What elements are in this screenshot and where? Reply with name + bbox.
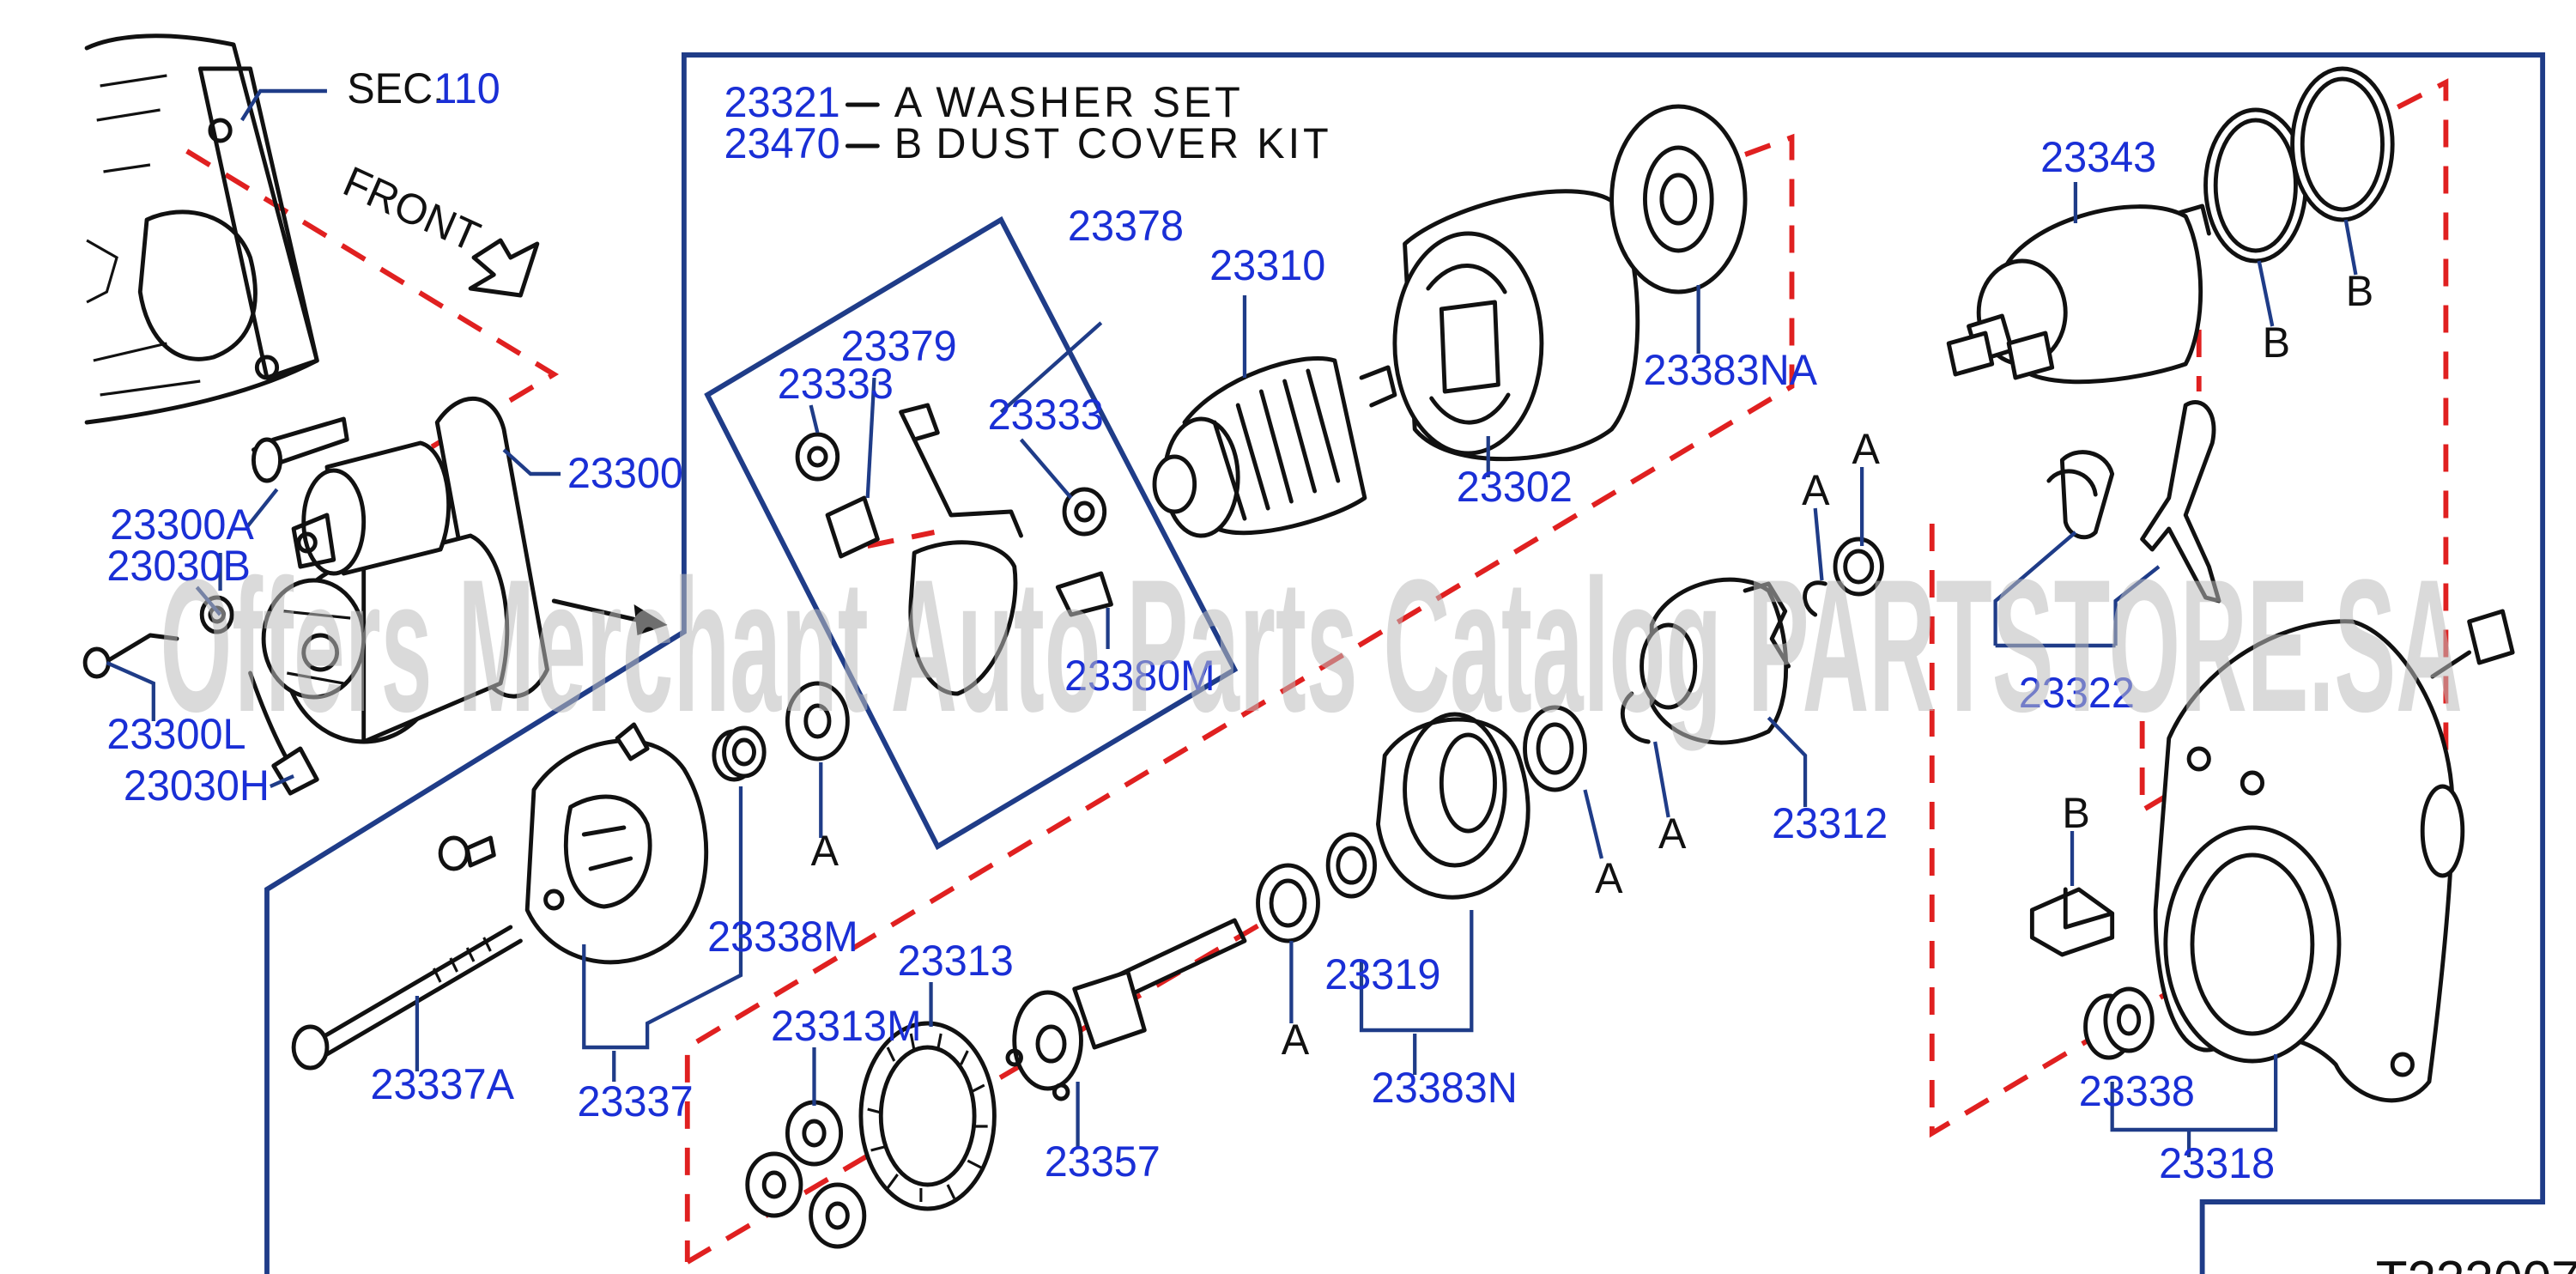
part-23379[interactable]: 23379 <box>841 322 957 370</box>
drawing-reference: T233007L <box>2376 1250 2576 1274</box>
part-23319[interactable]: 23319 <box>1324 950 1440 998</box>
part-number-labels: 23378 23379 23333 23333 23380M 23310 233… <box>106 133 2275 1187</box>
front-label: FRONT <box>336 157 487 261</box>
code-b-3: B <box>2062 789 2089 837</box>
part-23030H[interactable]: 23030H <box>124 761 270 810</box>
legend-name-washer-set: WASHER SET <box>936 78 1243 126</box>
watermark: Offers Merchant Auto Parts Catalog PARTS… <box>161 540 2463 750</box>
code-a-2: A <box>1282 1016 1310 1064</box>
legend-part-washer-set: 23321 <box>724 78 840 126</box>
part-23310[interactable]: 23310 <box>1209 241 1325 289</box>
part-23383NA[interactable]: 23383NA <box>1643 346 1817 394</box>
snap-ring-a-icon <box>1803 537 1884 617</box>
part-23333-right[interactable]: 23333 <box>988 391 1104 439</box>
bolt-23300A-icon <box>252 416 349 483</box>
assembly-direction-arrow <box>551 598 668 635</box>
part-23338M[interactable]: 23338M <box>707 913 858 961</box>
code-a-3: A <box>1595 854 1623 902</box>
shaft-23357-drawing <box>1005 918 1247 1101</box>
part-23302[interactable]: 23302 <box>1457 463 1573 511</box>
armature-drawing <box>1152 355 1397 538</box>
legend-name-dust-cover-kit: DUST COVER KIT <box>936 119 1331 167</box>
leader-lines <box>106 88 2358 1157</box>
washer-a-icons <box>1256 691 1651 943</box>
planet-gears-23313M-icons <box>745 1100 867 1249</box>
part-23343[interactable]: 23343 <box>2040 133 2156 181</box>
shield-23383N-drawing <box>1325 712 1530 900</box>
legend-part-dust-cover-kit: 23470 <box>724 119 840 167</box>
shift-lever-23322-icon <box>2046 400 2221 604</box>
starter-assembly-drawing <box>261 397 549 744</box>
engine-block-drawing <box>84 33 319 425</box>
dust-cover-23383NA-icon <box>1609 104 1748 294</box>
part-23333-left[interactable]: 23333 <box>778 360 894 408</box>
front-arrow-icon <box>468 238 540 298</box>
part-23378[interactable]: 23378 <box>1068 202 1184 250</box>
part-23338[interactable]: 23338 <box>2079 1067 2195 1115</box>
bushing-23338M-icon <box>712 725 767 782</box>
legend-code-a: A <box>894 78 925 126</box>
code-a-1: A <box>811 827 839 875</box>
part-23337[interactable]: 23337 <box>578 1077 694 1125</box>
part-23380[interactable]: 23380M <box>1064 652 1215 700</box>
section-prefix: SEC. <box>347 64 444 112</box>
part-23312[interactable]: 23312 <box>1772 799 1888 847</box>
rear-cover-drawing <box>524 722 709 965</box>
part-23300L[interactable]: 23300L <box>106 710 245 758</box>
part-23322[interactable]: 23322 <box>2019 669 2135 717</box>
yoke-drawing <box>1392 189 1640 462</box>
gear-housing-23318-drawing <box>2153 609 2515 1103</box>
part-23313[interactable]: 23313 <box>898 937 1014 985</box>
code-a-4: A <box>1658 810 1687 858</box>
screw-icon <box>438 835 496 871</box>
internal-gear-23313-drawing <box>858 1021 997 1211</box>
legend: 23321 A WASHER SET 23470 B DUST COVER KI… <box>724 78 1331 167</box>
code-letters: A A A A A A B B B <box>811 267 2374 1064</box>
section-number-link[interactable]: 110 <box>433 64 500 112</box>
brush-holder-box <box>704 215 1239 851</box>
part-23313M[interactable]: 23313M <box>771 1002 922 1050</box>
code-a-5: A <box>1802 466 1830 514</box>
dust-seal-b-icons <box>2203 66 2395 264</box>
part-23300A[interactable]: 23300A <box>110 500 254 549</box>
pinion-gear-23312-drawing <box>1640 577 1791 745</box>
part-23030B[interactable]: 23030B <box>106 542 251 590</box>
part-23318[interactable]: 23318 <box>2159 1139 2275 1187</box>
code-b-2: B <box>2346 267 2373 315</box>
nut-23030B-icon <box>199 595 234 634</box>
assembly-outline <box>264 52 2546 1274</box>
washer-a-icon <box>785 681 850 761</box>
code-a-6: A <box>1852 425 1880 473</box>
part-23383N[interactable]: 23383N <box>1372 1064 1518 1112</box>
part-23300[interactable]: 23300 <box>567 449 683 497</box>
solenoid-drawing <box>1946 203 2211 385</box>
bushing-23338-icon <box>2083 986 2155 1060</box>
part-23357[interactable]: 23357 <box>1045 1138 1161 1186</box>
part-23337A[interactable]: 23337A <box>370 1060 514 1108</box>
legend-code-b: B <box>894 119 925 167</box>
through-bolt-23337A-icon <box>291 925 523 1071</box>
dust-cover-b-icon <box>2029 887 2115 957</box>
brush-holder-drawing <box>795 403 1113 696</box>
code-b-1: B <box>2263 318 2290 367</box>
